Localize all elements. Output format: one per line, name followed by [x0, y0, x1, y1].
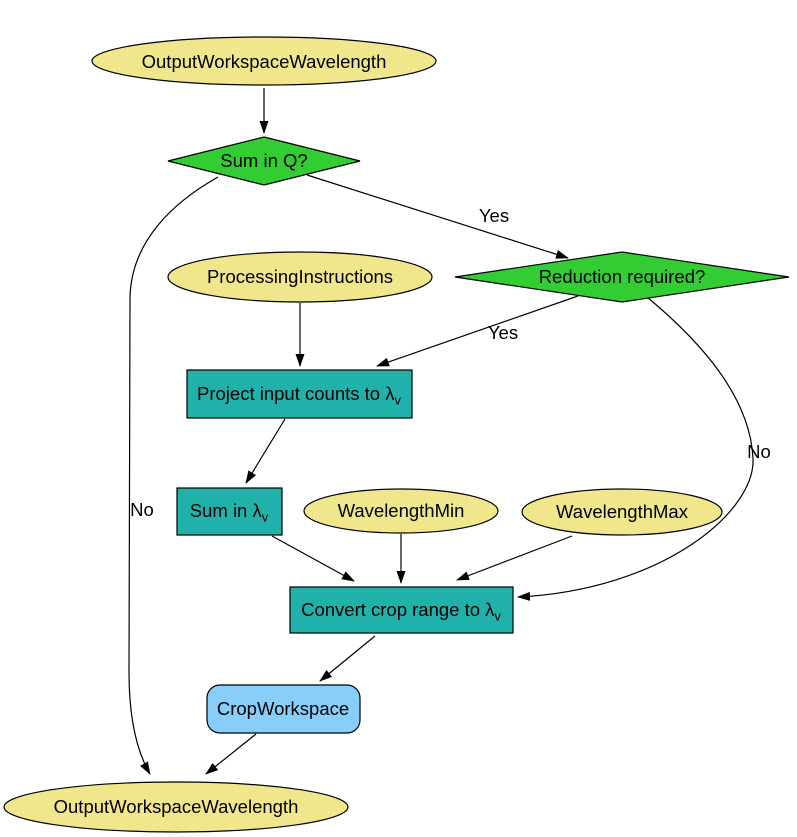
edge-sum-in-lambda-to-convert-crop [271, 535, 355, 582]
node-label-output-workspace-top: OutputWorkspaceWavelength [141, 50, 387, 72]
edge-sum-in-q-no-to-output-bottom [128, 176, 219, 775]
edge-label-sum-q-yes: Yes [478, 204, 510, 226]
ellipse-wavelength-max [521, 488, 723, 536]
roundrect-crop-workspace [206, 684, 361, 734]
edge-wavelength-max-to-convert-crop [456, 535, 573, 581]
lambda-subscript: v [261, 509, 269, 525]
lambda-subscript: v [394, 392, 401, 408]
ellipse-processing-instructions [167, 251, 433, 303]
edge-reduction-required-no-to-convert-crop [517, 296, 754, 601]
node-label-project-input-counts: Project input counts to λv [197, 382, 401, 406]
lambda-subscript: v [494, 608, 501, 624]
node-label-wavelength-max: WavelengthMax [556, 500, 688, 522]
node-label-reduction-required: Reduction required? [538, 265, 706, 287]
edge-convert-crop-to-crop-workspace [319, 635, 376, 682]
edge-reduction-required-yes-to-project-counts [376, 295, 579, 367]
node-label-sum-in-lambda: Sum in λv [189, 499, 268, 523]
node-label-processing-instructions: ProcessingInstructions [206, 265, 394, 287]
node-label-sum-in-q: Sum in Q? [220, 149, 308, 171]
ellipse-output-workspace-bottom [3, 781, 349, 833]
edge-sum-in-q-yes-to-reduction-required [306, 174, 569, 259]
node-label-text: Convert crop range to λ [301, 598, 495, 620]
edge-label-sum-q-no: No [130, 498, 154, 520]
edge-label-reduction-yes: Yes [487, 321, 519, 343]
diamond-sum-in-q [167, 136, 361, 186]
node-label-text: Sum in λ [189, 499, 262, 521]
rect-project-input-counts [186, 369, 413, 419]
node-label-output-workspace-bottom: OutputWorkspaceWavelength [53, 795, 299, 817]
node-label-crop-workspace: CropWorkspace [216, 697, 350, 719]
ellipse-output-workspace-top [91, 36, 437, 86]
edge-label-reduction-no: No [747, 440, 771, 462]
rect-sum-in-lambda [176, 487, 283, 536]
node-label-wavelength-min: WavelengthMin [337, 499, 465, 521]
node-label-text: Project input counts to λ [197, 382, 395, 404]
edge-project-counts-to-sum-in-lambda [245, 418, 286, 484]
node-label-convert-crop-range: Convert crop range to λv [301, 598, 501, 622]
rect-convert-crop-range [289, 586, 514, 634]
edge-crop-workspace-to-output-bottom [205, 733, 257, 775]
diamond-reduction-required [454, 251, 790, 303]
ellipse-wavelength-min [303, 488, 499, 534]
